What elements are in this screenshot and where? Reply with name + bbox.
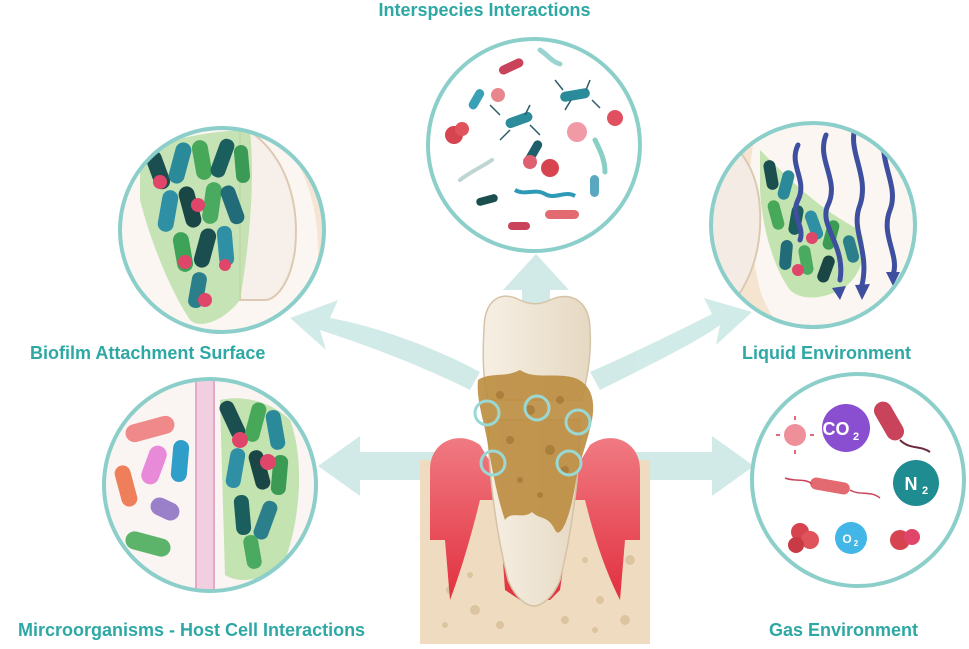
co2-subscript: 2 [853,431,859,443]
label-liquid-environment: Liquid Environment [742,343,911,363]
interspecies-circle [426,37,642,253]
arrows [290,254,754,496]
label-interspecies-interactions: Interspecies Interactions [378,0,591,20]
liquid-wave-heads [832,272,900,300]
n2-bubble: N 2 [893,460,939,506]
arrow-right [600,436,754,496]
arrow-left [318,436,470,496]
arrow-curve-right [590,298,752,390]
plaque-texture [496,391,569,498]
host-cell-circle [102,377,318,593]
n2-label: N [905,474,918,494]
label-biofilm-attachment-surface: Biofilm Attachment Surface [30,343,266,363]
arrow-curve-left [290,300,480,390]
label-host-cell-interactions: Mircroorganisms - Host Cell Interactions [18,620,366,640]
co2-bubble: CO 2 [822,404,870,452]
gas-circle: CO 2 N 2 O 2 [750,372,966,588]
o2-subscript: 2 [854,539,859,548]
label-gas-environment: Gas Environment [769,620,919,640]
plaque [477,370,594,533]
o2-label: O [842,532,851,546]
liquid-bacteria [763,160,860,283]
central-tooth [420,295,650,644]
highlight-circles [473,394,592,477]
n2-subscript: 2 [922,485,928,497]
host-bacteria [219,400,289,569]
o2-bubble: O 2 [835,522,867,554]
biofilm-circle [118,126,326,334]
co2-label: CO [823,419,850,439]
interspecies-microbes [445,47,623,230]
host-cells [114,415,190,557]
biofilm-bacteria [145,138,251,309]
gas-microbes [776,401,931,553]
